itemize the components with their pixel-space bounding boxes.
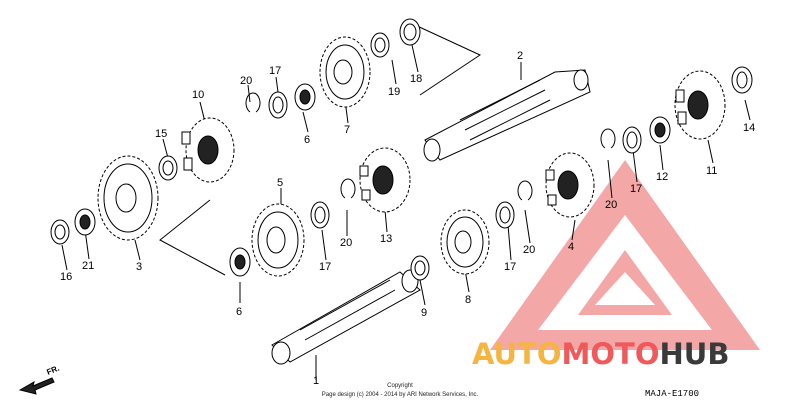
mainshaft-1 [271, 269, 421, 365]
bearing-6-lower [229, 247, 251, 277]
gear-4 [545, 152, 595, 218]
front-direction-arrow-icon: FR. [18, 364, 61, 395]
callout-20-c: 20 [523, 244, 535, 256]
washers [50, 18, 753, 245]
callout-6-upper: 6 [304, 134, 310, 146]
copyright-line-2: Page design (c) 2004 - 2014 by ARI Netwo… [322, 392, 479, 398]
callout-11: 11 [706, 165, 717, 177]
callout-7: 7 [344, 124, 350, 136]
callout-20-a: 20 [240, 75, 252, 87]
copyright-line-1: Copyright [387, 383, 413, 389]
diagram-code: MAJA-E1700 [645, 389, 699, 399]
callout-2: 2 [517, 50, 523, 62]
bearing-21 [74, 208, 96, 236]
callout-12: 12 [656, 171, 668, 183]
leader-lines [61, 24, 751, 380]
gear-5 [251, 203, 305, 277]
callout-1: 1 [313, 375, 319, 387]
callout-16: 16 [60, 271, 72, 283]
circlips [245, 92, 616, 201]
callout-9: 9 [421, 307, 427, 319]
callout-17-d: 17 [630, 183, 642, 195]
callout-8: 8 [465, 294, 471, 306]
callout-6-lower: 6 [236, 306, 242, 318]
callout-17-a: 17 [269, 65, 281, 77]
gear-8 [440, 209, 490, 275]
callout-21: 21 [82, 260, 94, 272]
callout-labels: 1 2 3 4 5 6 6 7 8 9 10 11 12 13 14 15 16… [60, 50, 755, 387]
callout-19: 19 [388, 86, 400, 98]
countershaft-2 [423, 69, 591, 162]
gear-11 [674, 70, 726, 140]
callout-17-b: 17 [319, 261, 331, 273]
callout-13: 13 [380, 233, 392, 245]
callout-10: 10 [192, 89, 204, 101]
watermark-logo-icon [490, 160, 760, 350]
bearing-6-upper [294, 83, 316, 111]
gear-13 [359, 147, 411, 213]
bearing-12 [649, 116, 671, 144]
callout-20-d: 20 [605, 199, 617, 211]
direction-label: FR. [45, 364, 60, 377]
bushing-9 [410, 255, 430, 281]
callout-14: 14 [743, 122, 755, 134]
callout-4: 4 [568, 241, 574, 253]
callout-20-b: 20 [340, 237, 352, 249]
watermark-text: AUTOMOTOHUB [472, 337, 729, 371]
gear-7 [319, 36, 371, 108]
callout-5: 5 [277, 177, 283, 189]
callout-18: 18 [410, 73, 422, 85]
callout-3: 3 [136, 261, 142, 273]
callout-15: 15 [155, 128, 167, 140]
gear-3 [97, 155, 159, 241]
callout-17-c: 17 [504, 261, 516, 273]
gear-10 [181, 117, 235, 183]
